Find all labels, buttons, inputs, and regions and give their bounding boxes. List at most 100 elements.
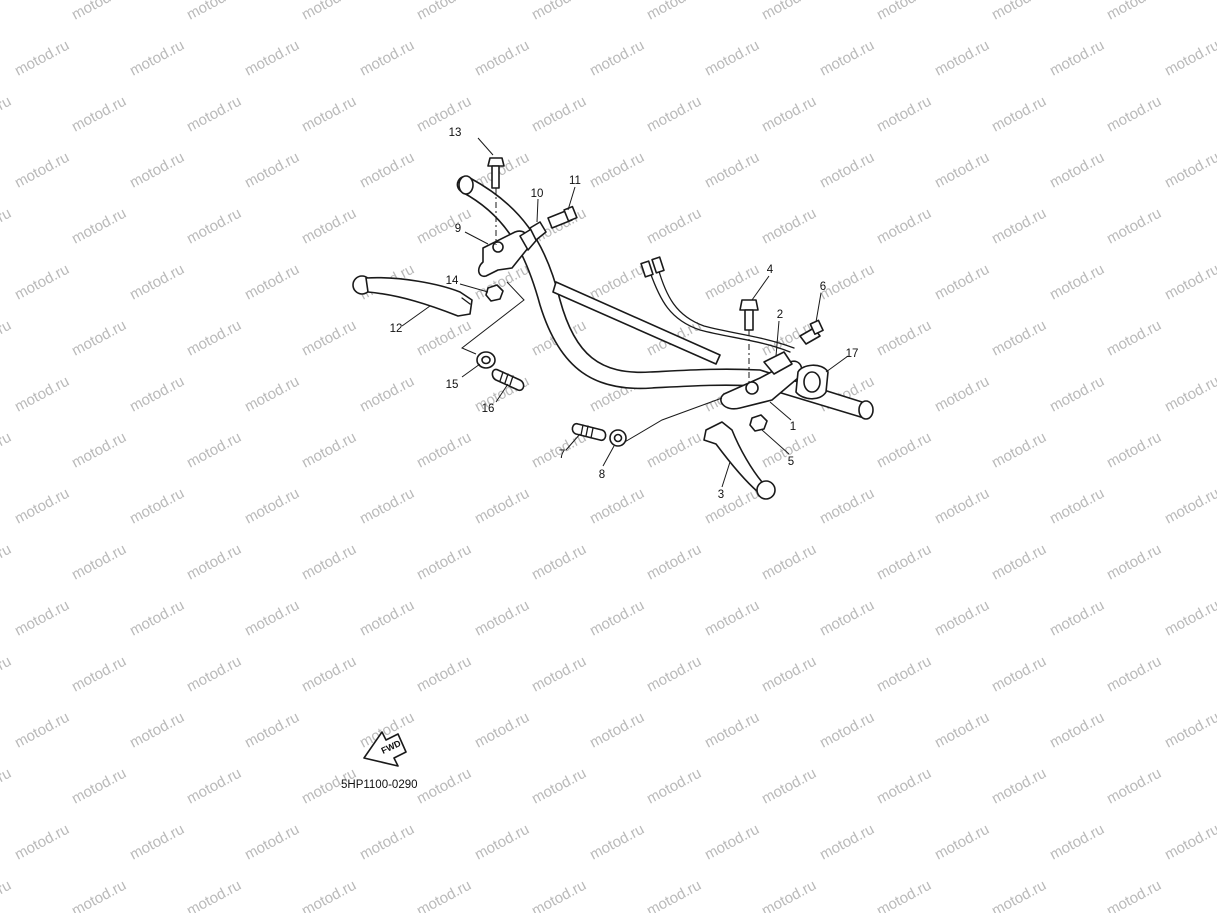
watermark-text: motod.ru — [357, 37, 417, 80]
watermark-text: motod.ru — [989, 765, 1049, 808]
watermark-text: motod.ru — [184, 429, 244, 472]
watermark-text: motod.ru — [472, 597, 532, 640]
watermark-text: motod.ru — [1047, 149, 1107, 192]
watermark-text: motod.ru — [1104, 205, 1164, 248]
watermark-text: motod.ru — [1162, 149, 1217, 192]
watermark-text: motod.ru — [989, 93, 1049, 136]
callout-7: 7 — [559, 449, 565, 461]
callout-14: 14 — [446, 275, 459, 287]
watermark-text: motod.ru — [932, 261, 992, 304]
watermark-text: motod.ru — [0, 0, 14, 24]
callout-15: 15 — [446, 379, 459, 391]
watermark-text: motod.ru — [817, 485, 877, 528]
watermark-text: motod.ru — [1162, 373, 1217, 416]
watermark-text: motod.ru — [1047, 261, 1107, 304]
watermark-text: motod.ru — [12, 373, 72, 416]
watermark-text: motod.ru — [299, 541, 359, 584]
watermark-text: motod.ru — [587, 821, 647, 864]
watermark-text: motod.ru — [242, 821, 302, 864]
watermark-text: motod.ru — [932, 821, 992, 864]
watermark-text: motod.ru — [989, 317, 1049, 360]
watermark-text: motod.ru — [874, 541, 934, 584]
watermark-text: motod.ru — [299, 205, 359, 248]
watermark-text: motod.ru — [69, 93, 129, 136]
bolt-4 — [739, 299, 759, 386]
watermark-text: motod.ru — [299, 0, 359, 24]
bolt-11 — [547, 205, 578, 229]
watermark-text: motod.ru — [0, 877, 14, 913]
watermark-text: motod.ru — [184, 93, 244, 136]
watermark-text: motod.ru — [472, 485, 532, 528]
watermark-text: motod.ru — [0, 765, 14, 808]
watermark-text: motod.ru — [989, 0, 1049, 24]
watermark-text: motod.ru — [817, 149, 877, 192]
watermark-text: motod.ru — [702, 597, 762, 640]
watermark-text: motod.ru — [644, 877, 704, 913]
watermark-text: motod.ru — [587, 485, 647, 528]
watermark-text: motod.ru — [1104, 765, 1164, 808]
watermark-text: motod.ru — [299, 429, 359, 472]
watermark-text: motod.ru — [1047, 597, 1107, 640]
grommet-8 — [609, 429, 627, 447]
watermark-text: motod.ru — [874, 205, 934, 248]
watermark-text: motod.ru — [1162, 597, 1217, 640]
callout-8: 8 — [599, 469, 605, 481]
callout-16: 16 — [482, 403, 495, 415]
watermark-text: motod.ru — [414, 0, 474, 24]
watermark-text: motod.ru — [472, 709, 532, 752]
watermark-text: motod.ru — [184, 541, 244, 584]
watermark-text: motod.ru — [414, 205, 474, 248]
watermark-text: motod.ru — [874, 653, 934, 696]
watermark-text: motod.ru — [932, 485, 992, 528]
watermark-text: motod.ru — [69, 765, 129, 808]
watermark-text: motod.ru — [759, 541, 819, 584]
watermark-text: motod.ru — [69, 317, 129, 360]
watermark-text: motod.ru — [414, 317, 474, 360]
callout-13: 13 — [449, 127, 462, 139]
watermark-text: motod.ru — [127, 149, 187, 192]
watermark-text: motod.ru — [644, 93, 704, 136]
watermark-text: motod.ru — [0, 541, 14, 584]
callout-17: 17 — [846, 348, 859, 360]
watermark-text: motod.ru — [874, 317, 934, 360]
watermark-text: motod.ru — [299, 877, 359, 913]
watermark-text: motod.ru — [127, 261, 187, 304]
callout-10: 10 — [531, 188, 544, 200]
watermark-text: motod.ru — [989, 653, 1049, 696]
watermark-text: motod.ru — [817, 597, 877, 640]
watermark-text: motod.ru — [759, 765, 819, 808]
watermark-text: motod.ru — [989, 205, 1049, 248]
grommet-15 — [476, 351, 496, 369]
watermark-text: motod.ru — [587, 261, 647, 304]
watermark-text: motod.ru — [759, 93, 819, 136]
brake-lever-holder — [720, 351, 803, 410]
watermark-text: motod.ru — [644, 765, 704, 808]
watermark-text: motod.ru — [587, 149, 647, 192]
watermark-text: motod.ru — [817, 709, 877, 752]
watermark-text: motod.ru — [529, 765, 589, 808]
watermark-text: motod.ru — [932, 37, 992, 80]
engine-stop-switch — [795, 364, 829, 400]
watermark-text: motod.ru — [184, 877, 244, 913]
watermark-text: motod.ru — [0, 205, 14, 248]
watermark-text: motod.ru — [874, 93, 934, 136]
bolt-6 — [799, 319, 824, 345]
watermark-text: motod.ru — [0, 317, 14, 360]
watermark-text: motod.ru — [644, 541, 704, 584]
watermark-text: motod.ru — [184, 205, 244, 248]
bolt-13 — [487, 157, 505, 245]
watermark-text: motod.ru — [414, 93, 474, 136]
leader-lines — [401, 137, 849, 488]
brake-lever — [703, 421, 776, 500]
callout-9: 9 — [455, 223, 461, 235]
watermark-text: motod.ru — [12, 709, 72, 752]
watermark-text: motod.ru — [1047, 821, 1107, 864]
watermark-text: motod.ru — [1162, 37, 1217, 80]
watermark-text: motod.ru — [932, 709, 992, 752]
watermark-text: motod.ru — [127, 709, 187, 752]
watermark-text: motod.ru — [702, 37, 762, 80]
nut-5 — [749, 414, 768, 432]
watermark-text: motod.ru — [242, 373, 302, 416]
